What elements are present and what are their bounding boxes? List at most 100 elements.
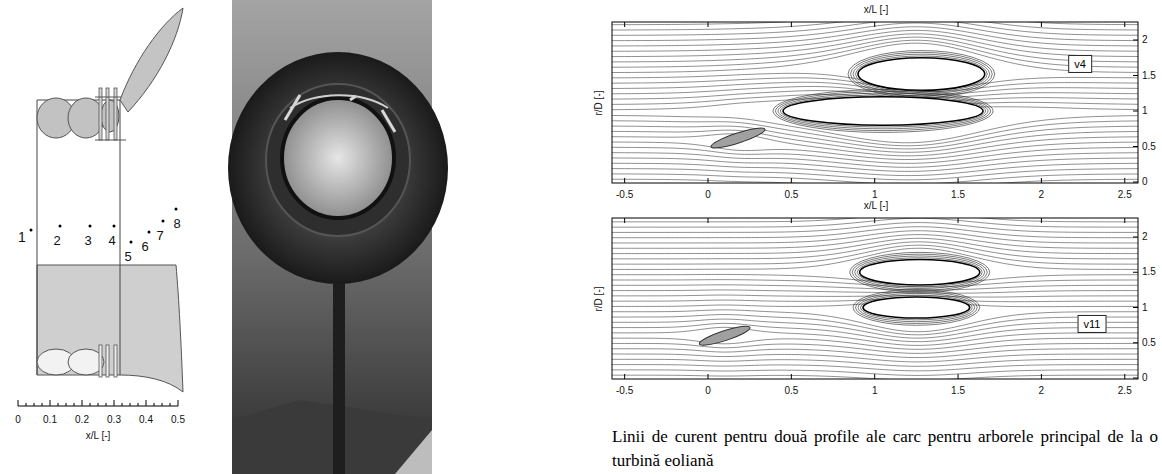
streamline xyxy=(612,174,1138,183)
contour-ring xyxy=(855,256,985,289)
contour-ring xyxy=(850,252,990,292)
axis-tick xyxy=(1133,111,1138,112)
contour-ring xyxy=(851,52,993,95)
axis-tick xyxy=(874,178,875,183)
probe-point xyxy=(89,225,92,228)
tick-label: 2 xyxy=(1039,386,1045,396)
contour-ring xyxy=(848,51,995,98)
axis-tick xyxy=(874,22,875,27)
streamline xyxy=(612,163,1138,175)
axis-tick xyxy=(874,374,875,379)
scale-tick-mark xyxy=(18,400,19,406)
airfoil-body xyxy=(783,97,983,125)
axis-tick xyxy=(958,22,959,27)
shroud-hole xyxy=(282,98,394,218)
airfoil-body xyxy=(860,260,980,285)
tick-label: 2 xyxy=(1142,35,1148,45)
scale-tick-mark xyxy=(26,403,27,406)
streamline xyxy=(612,223,1138,233)
axis-tick xyxy=(1041,22,1042,27)
contour-ring xyxy=(858,293,975,321)
streamline xyxy=(612,319,1138,338)
streamline xyxy=(612,338,1138,349)
contour-ring xyxy=(781,95,986,127)
tick-label: 1.5 xyxy=(951,190,965,200)
axis-tick xyxy=(791,374,792,379)
callout-number: 2 xyxy=(53,234,60,247)
streamline-plot xyxy=(612,22,1138,183)
axis-tick xyxy=(708,22,709,27)
probe-point xyxy=(148,231,151,234)
tick-label: 0 xyxy=(1142,373,1148,383)
axis-tick xyxy=(1124,218,1125,223)
callout-number: 1 xyxy=(18,230,26,244)
scale-tick-mark xyxy=(50,400,51,406)
scale-label: 0.4 xyxy=(139,415,153,425)
axis-tick xyxy=(958,374,959,379)
axis-tick xyxy=(1124,178,1125,183)
axis-tick xyxy=(1133,146,1138,147)
stator-plate xyxy=(106,88,109,140)
plot-tag: v11 xyxy=(1078,315,1107,333)
scale-tick-mark xyxy=(74,403,75,406)
axis-tick xyxy=(708,218,709,223)
scale-label: 0.3 xyxy=(107,415,121,425)
scale-label: 0.5 xyxy=(171,415,185,425)
axis-tick xyxy=(958,178,959,183)
axis-tick xyxy=(1133,75,1138,76)
streamline xyxy=(612,126,1138,149)
scale-label: 0.1 xyxy=(43,415,57,425)
streamline xyxy=(612,242,1138,259)
streamline xyxy=(612,290,1138,293)
tick-label: 1 xyxy=(872,386,878,396)
callout-number: 4 xyxy=(108,234,115,247)
axis-title: r/D [-] xyxy=(594,286,604,311)
contour-ring xyxy=(776,91,991,130)
axis-title: x/L [-] xyxy=(864,201,889,211)
photo xyxy=(228,0,448,474)
scale-tick-mark xyxy=(154,403,155,406)
scale-tick-mark xyxy=(122,403,123,406)
axis-tick xyxy=(624,374,625,379)
contour-ring xyxy=(853,290,980,326)
tick-label: 2.5 xyxy=(1118,386,1132,396)
casing-line xyxy=(120,100,121,375)
axis-tick xyxy=(1041,374,1042,379)
axis-tick xyxy=(1133,378,1138,379)
axis-tick xyxy=(1133,237,1138,238)
scale-tick-mark xyxy=(178,400,179,406)
axis-title: r/D [-] xyxy=(594,90,604,115)
axis-tick xyxy=(1133,182,1138,183)
scale-tick-mark xyxy=(162,403,163,406)
caption: Linii de curent pentru două profile ale … xyxy=(612,425,1158,473)
contour-ring xyxy=(861,295,973,320)
axis-tick xyxy=(791,22,792,27)
scale-tick-mark xyxy=(34,403,35,406)
contour-ring xyxy=(853,54,990,94)
streamline xyxy=(612,134,1138,156)
probe-point xyxy=(113,225,116,228)
rail xyxy=(395,430,432,474)
streamline xyxy=(612,158,1138,171)
airfoil-body xyxy=(863,297,970,318)
scale-tick-mark xyxy=(146,400,147,406)
streamline-plot xyxy=(612,218,1138,379)
callout-number: 7 xyxy=(156,229,163,242)
scale-tick-mark xyxy=(82,400,83,406)
streamline xyxy=(612,327,1138,345)
stator-plate xyxy=(114,88,117,140)
axis-tick xyxy=(1133,272,1138,273)
plot-frame xyxy=(612,22,1138,183)
callout-number: 5 xyxy=(124,250,131,263)
tick-label: 0.5 xyxy=(784,190,798,200)
tick-label: -0.5 xyxy=(616,190,633,200)
callout-number: 8 xyxy=(173,217,180,230)
axis-tick xyxy=(874,218,875,223)
axis-tick xyxy=(1133,342,1138,343)
shroud-profile xyxy=(120,8,183,112)
scale-tick-mark xyxy=(114,400,115,406)
tick-label: 0 xyxy=(1142,177,1148,187)
plate-bar xyxy=(95,140,126,141)
axis-tick xyxy=(1041,218,1042,223)
callout-number: 3 xyxy=(84,234,91,247)
